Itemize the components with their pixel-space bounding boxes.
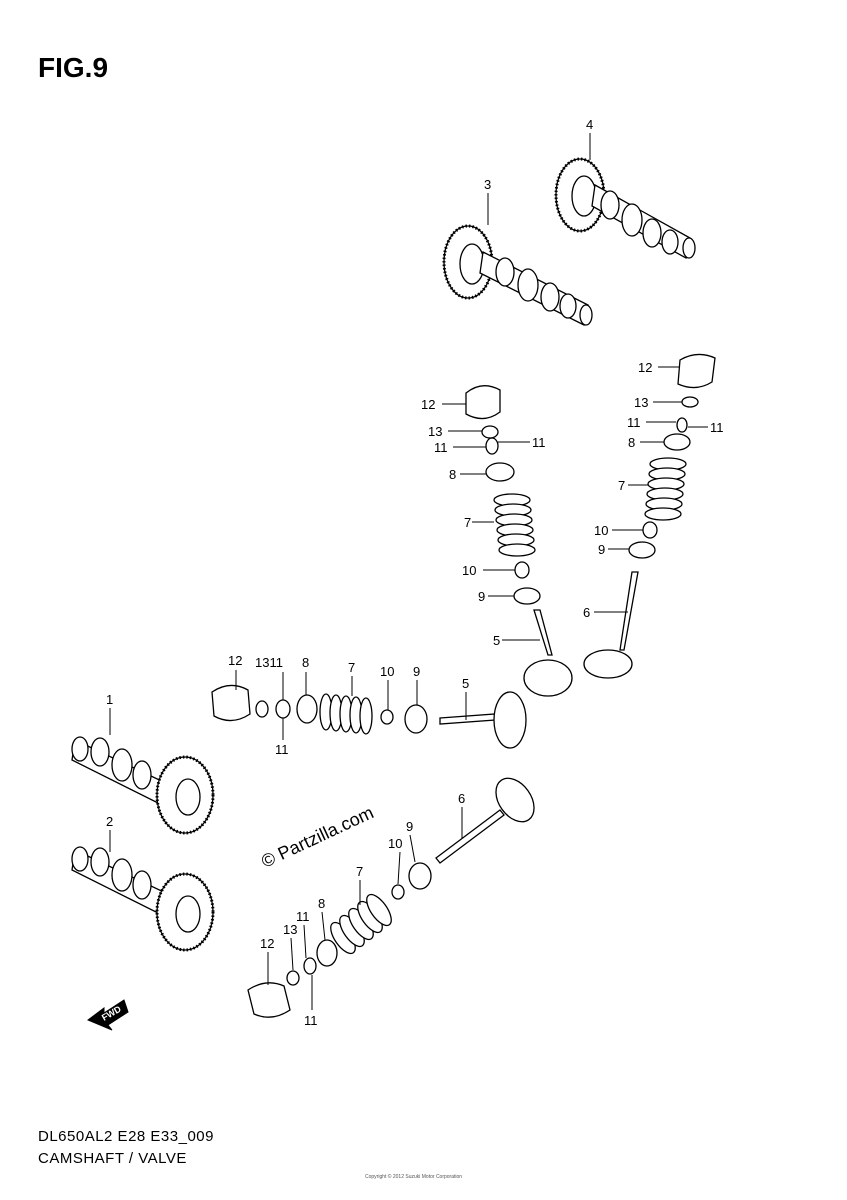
- cotter-11[interactable]: [485, 437, 499, 455]
- figure-title: FIG.9: [38, 52, 109, 83]
- callout-12: 12: [421, 397, 435, 412]
- callout-7: 7: [356, 864, 363, 879]
- callout-11: 11: [434, 440, 448, 455]
- seal-10[interactable]: [642, 521, 658, 539]
- callout-2: 2: [106, 814, 113, 829]
- cotter-11[interactable]: [303, 957, 317, 975]
- callout-13: 13: [283, 922, 297, 937]
- callout-9: 9: [413, 664, 420, 679]
- camshaft-3[interactable]: [442, 224, 593, 326]
- callout-6: 6: [583, 605, 590, 620]
- callout-11: 11: [296, 909, 310, 924]
- intake-valve-5[interactable]: [523, 609, 573, 697]
- spring-7[interactable]: [493, 493, 536, 557]
- exhaust-valve-6[interactable]: [435, 771, 542, 864]
- exhaust-valve-6[interactable]: [583, 571, 639, 679]
- spring-7[interactable]: [326, 891, 396, 958]
- camshaft-1[interactable]: [71, 736, 215, 835]
- callout-7: 7: [348, 660, 355, 675]
- callout-9: 9: [478, 589, 485, 604]
- callout-13-11: 1311: [255, 655, 283, 670]
- tappet-12[interactable]: [247, 982, 291, 1018]
- callout-7: 7: [618, 478, 625, 493]
- camshaft-4[interactable]: [554, 157, 696, 259]
- retainer-8[interactable]: [485, 462, 515, 482]
- callout-8: 8: [449, 467, 456, 482]
- callout-12: 12: [638, 360, 652, 375]
- spring-7[interactable]: [644, 457, 687, 521]
- callout-9: 9: [598, 542, 605, 557]
- callout-13: 13: [428, 424, 442, 439]
- diagram-code: DL650AL2 E28 E33_009: [38, 1128, 214, 1145]
- seal-10[interactable]: [514, 561, 530, 579]
- retainer-8[interactable]: [316, 939, 338, 967]
- forward-arrow-icon: FWD: [87, 999, 129, 1031]
- seat-9[interactable]: [628, 541, 656, 559]
- valve-train-upper-left: [465, 385, 573, 697]
- intake-valve-5[interactable]: [439, 691, 527, 749]
- callout-7: 7: [464, 515, 471, 530]
- seal-10[interactable]: [391, 884, 405, 900]
- callout-11: 11: [627, 415, 641, 430]
- callout-6: 6: [458, 791, 465, 806]
- callout-11: 11: [275, 742, 289, 757]
- callout-4: 4: [586, 117, 593, 132]
- tappet-12[interactable]: [677, 353, 716, 389]
- callout-11: 11: [304, 1013, 318, 1028]
- callout-5: 5: [493, 633, 500, 648]
- callout-8: 8: [302, 655, 309, 670]
- callout-5: 5: [462, 676, 469, 691]
- callout-11: 11: [710, 420, 724, 435]
- spring-7[interactable]: [319, 693, 373, 735]
- retainer-8[interactable]: [296, 694, 318, 724]
- shim-13[interactable]: [681, 396, 699, 408]
- tappet-12[interactable]: [465, 385, 501, 420]
- shim-13[interactable]: [286, 970, 300, 986]
- seal-10[interactable]: [380, 709, 394, 725]
- valve-train-middle: [211, 684, 527, 749]
- callout-11: 11: [532, 435, 546, 450]
- callout-10: 10: [594, 523, 608, 538]
- callout-9: 9: [406, 819, 413, 834]
- camshaft-2[interactable]: [71, 846, 215, 952]
- callout-12: 12: [228, 653, 242, 668]
- callout-13: 13: [634, 395, 648, 410]
- seat-9[interactable]: [404, 704, 428, 734]
- callout-10: 10: [462, 563, 476, 578]
- valve-train-upper-right: [583, 353, 716, 679]
- callout-8: 8: [628, 435, 635, 450]
- callout-1: 1: [106, 692, 113, 707]
- callout-8: 8: [318, 896, 325, 911]
- tappet-12[interactable]: [211, 684, 251, 722]
- valve-train-lower: [247, 771, 542, 1018]
- callout-10: 10: [388, 836, 402, 851]
- retainer-8[interactable]: [663, 433, 691, 451]
- shim-13[interactable]: [481, 425, 499, 439]
- diagram-name: CAMSHAFT / VALVE: [38, 1150, 187, 1167]
- callout-12: 12: [260, 936, 274, 951]
- copyright-fine-print: Copyright © 2012 Suzuki Motor Corporatio…: [365, 1174, 463, 1180]
- watermark-text: © Partzilla.com: [258, 802, 376, 871]
- callout-10: 10: [380, 664, 394, 679]
- shim-13[interactable]: [255, 700, 269, 718]
- seat-9[interactable]: [513, 587, 541, 605]
- callout-3: 3: [484, 177, 491, 192]
- cotter-11[interactable]: [275, 699, 291, 719]
- seat-9[interactable]: [408, 862, 432, 890]
- cotter-11[interactable]: [676, 417, 688, 433]
